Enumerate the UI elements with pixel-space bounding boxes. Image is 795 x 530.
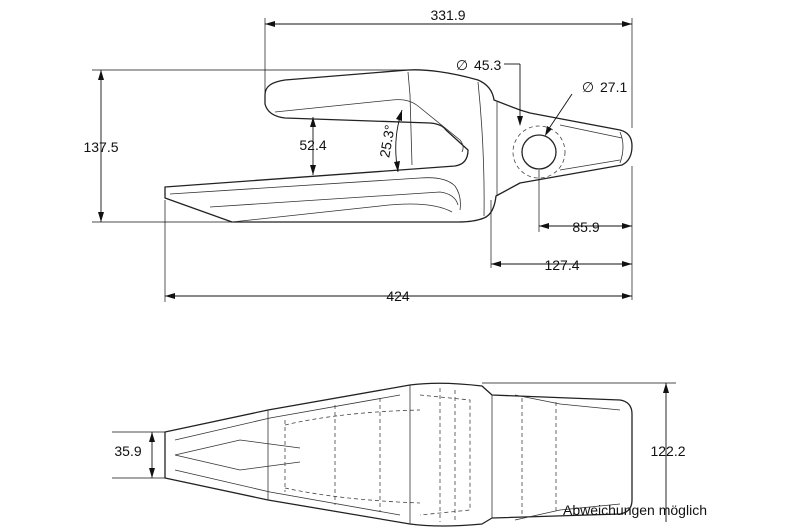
label-slot-depth: 52.4 xyxy=(299,137,326,153)
plan-hidden-1 xyxy=(284,398,381,512)
body-fold-1 xyxy=(407,71,413,166)
deviation-note: Abweichungen möglich xyxy=(563,502,707,518)
plan-wedge-bottom xyxy=(174,469,401,516)
plan-hidden-2 xyxy=(419,394,471,516)
dim-slot-depth: 52.4 xyxy=(299,117,327,175)
body-fold-2 xyxy=(477,81,485,217)
dim-hole-outer: ∅ 45.3 xyxy=(456,57,523,126)
plan-hidden-4 xyxy=(439,388,456,522)
label-side-width: 35.9 xyxy=(114,443,141,459)
plan-wedge-top xyxy=(174,394,401,441)
dim-top-width: 331.9 xyxy=(264,7,633,128)
label-hole-inner-symbol: ∅ xyxy=(582,79,594,95)
plan-outline xyxy=(164,382,633,527)
dim-side-height: 122.2 xyxy=(482,382,686,522)
label-hole-outer: 45.3 xyxy=(474,57,501,73)
slot-inner-upper xyxy=(274,99,464,153)
dim-hole-offset: 85.9 xyxy=(538,170,632,235)
dim-hole-inner: ∅ 27.1 xyxy=(545,79,627,136)
tooth-side-profile xyxy=(164,69,633,223)
label-hole-inner: 27.1 xyxy=(600,79,627,95)
wedge-edge-2 xyxy=(231,203,453,223)
plan-hidden-3 xyxy=(284,409,421,504)
label-side-height: 122.2 xyxy=(650,443,685,459)
hole-inner-circle xyxy=(521,134,557,170)
dim-height-total: 137.5 xyxy=(83,69,408,223)
dim-angle: 25.3° xyxy=(376,109,403,173)
tooth-outline xyxy=(164,69,633,223)
nose-tip-edge xyxy=(619,131,624,164)
nose-edge-2 xyxy=(559,124,623,171)
dim-overall-length: 424 xyxy=(164,200,632,304)
hole-outer-circle xyxy=(512,125,566,179)
dim-side-width: 35.9 xyxy=(112,431,165,479)
label-nose-length: 127.4 xyxy=(544,257,579,273)
plan-nose-inner-bottom xyxy=(514,503,621,521)
label-top-width: 331.9 xyxy=(430,7,465,23)
label-hole-outer-symbol: ∅ xyxy=(456,57,468,73)
label-angle: 25.3° xyxy=(376,124,397,159)
slot-inner-lower xyxy=(169,177,461,211)
plan-nose-inner-top xyxy=(514,394,621,411)
label-height-total: 137.5 xyxy=(83,139,118,155)
plan-hole-hidden xyxy=(521,398,557,516)
tooth-plan-view xyxy=(164,382,633,527)
plan-center-point xyxy=(174,439,301,471)
wedge-edge-1 xyxy=(209,191,459,208)
dim-nose-length: 127.4 xyxy=(490,166,633,300)
label-hole-offset: 85.9 xyxy=(572,219,599,235)
label-overall-length: 424 xyxy=(386,288,410,304)
